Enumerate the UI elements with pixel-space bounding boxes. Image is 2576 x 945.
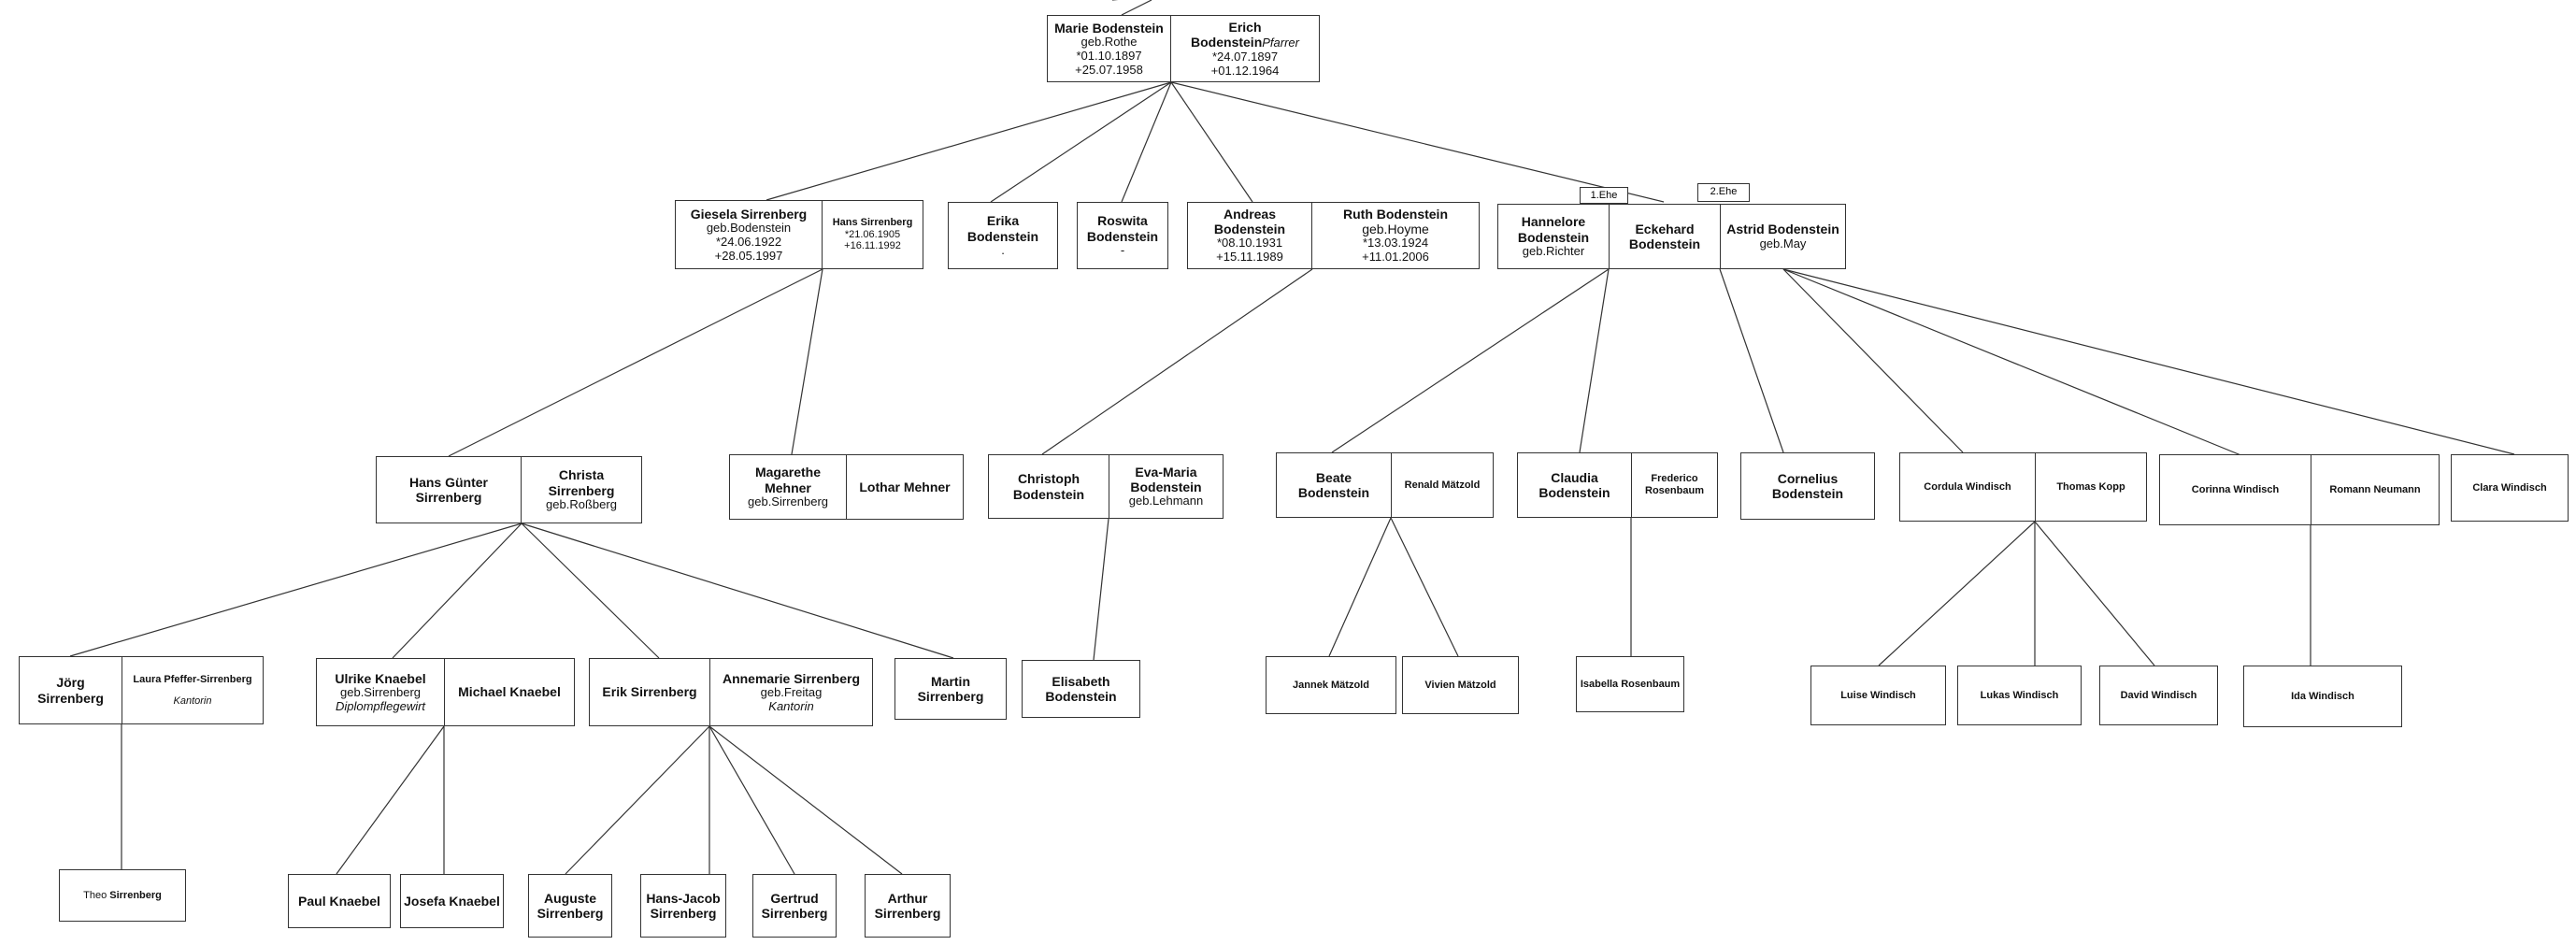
- person-beate-bodenstein: Beate Bodenstein: [1276, 452, 1392, 518]
- connector: [336, 725, 445, 875]
- person-david-windisch: David Windisch: [2099, 666, 2218, 725]
- person-cordula-windisch: Cordula Windisch: [1899, 452, 2036, 522]
- person-christa-sirrenberg: Christa Sirrenberg geb.Roßberg: [521, 456, 642, 523]
- person-annemarie-sirrenberg: Annemarie Sirrenberg geb.Freitag Kantori…: [709, 658, 873, 726]
- person-lothar-mehner: Lothar Mehner: [846, 454, 964, 520]
- person-astrid-bodenstein: Astrid Bodenstein geb.May: [1720, 204, 1846, 269]
- connector: [2034, 521, 2155, 666]
- connector: [448, 268, 823, 457]
- connector: [1878, 521, 2036, 666]
- connector: [521, 523, 660, 659]
- person-andreas-bodenstein: Andreas Bodenstein *08.10.1931 +15.11.19…: [1187, 202, 1312, 269]
- person-renald-maetzold: Renald Mätzold: [1391, 452, 1494, 518]
- person-clara-windisch: Clara Windisch: [2451, 454, 2569, 522]
- person-eva-maria-bodenstein: Eva-Maria Bodenstein geb.Lehmann: [1109, 454, 1224, 519]
- person-hans-jacob-sirrenberg: Hans-Jacob Sirrenberg: [640, 874, 726, 938]
- person-hans-sirrenberg: Hans Sirrenberg *21.06.1905 +16.11.1992: [822, 200, 923, 269]
- connector: [1041, 268, 1313, 455]
- person-erik-sirrenberg: Erik Sirrenberg: [589, 658, 710, 726]
- person-ulrike-knaebel: Ulrike Knaebel geb.Sirrenberg Diplompfle…: [316, 658, 445, 726]
- connector: [1121, 81, 1172, 203]
- second-marriage-tag: 2.Ehe: [1697, 183, 1750, 202]
- connector: [1121, 0, 1152, 16]
- connector: [766, 81, 1172, 201]
- person-joerg-sirrenberg: Jörg Sirrenberg: [19, 656, 122, 724]
- person-laura-pfeffer-sirrenberg: Laura Pfeffer-Sirrenberg Kantorin: [122, 656, 264, 724]
- connector: [1719, 268, 1784, 453]
- person-lukas-windisch: Lukas Windisch: [1957, 666, 2082, 725]
- person-erika-bodenstein: Erika Bodenstein .: [948, 202, 1058, 269]
- person-paul-knaebel: Paul Knaebel: [288, 874, 391, 928]
- connector: [521, 523, 954, 659]
- person-christoph-bodenstein: Christoph Bodenstein: [988, 454, 1109, 519]
- person-theo-sirrenberg: Theo Sirrenberg: [59, 869, 186, 922]
- connector: [990, 81, 1172, 203]
- person-corinna-windisch: Corinna Windisch: [2159, 454, 2311, 525]
- person-marie-bodenstein: Marie Bodenstein geb.Rothe *01.10.1897 +…: [1047, 15, 1171, 82]
- person-michael-knaebel: Michael Knaebel: [444, 658, 575, 726]
- connector: [1782, 268, 2244, 457]
- person-giesela-sirrenberg: Giesela Sirrenberg geb.Bodenstein *24.06…: [675, 200, 823, 269]
- connector: [1093, 518, 1109, 661]
- connector: [1782, 268, 1964, 453]
- first-marriage-tag: 1.Ehe: [1580, 187, 1628, 204]
- connector: [69, 523, 522, 657]
- person-martin-sirrenberg: Martin Sirrenberg: [894, 658, 1007, 720]
- connector: [708, 725, 903, 875]
- person-auguste-sirrenberg: Auguste Sirrenberg: [528, 874, 612, 938]
- connector: [392, 523, 522, 659]
- connector: [787, 268, 823, 478]
- person-josefa-knaebel: Josefa Knaebel: [400, 874, 504, 928]
- person-gertrud-sirrenberg: Gertrud Sirrenberg: [752, 874, 837, 938]
- person-hans-guenter-sirrenberg: Hans Günter Sirrenberg: [376, 456, 522, 523]
- person-magarethe-mehner: Magarethe Mehner geb.Sirrenberg: [729, 454, 847, 520]
- person-eckehard-bodenstein: Eckehard Bodenstein: [1609, 204, 1721, 269]
- person-roswita-bodenstein: Roswita Bodenstein -: [1077, 202, 1168, 269]
- person-jannek-maetzold: Jannek Mätzold: [1266, 656, 1396, 714]
- connector: [1579, 268, 1610, 453]
- person-isabella-rosenbaum: Isabella Rosenbaum: [1576, 656, 1684, 712]
- connector: [1328, 517, 1392, 657]
- person-romann-neumann: Romann Neumann: [2311, 454, 2440, 525]
- person-ida-windisch: Ida Windisch: [2243, 666, 2402, 727]
- connector: [565, 725, 710, 875]
- connector: [1390, 517, 1459, 657]
- person-claudia-bodenstein: Claudia Bodenstein: [1517, 452, 1632, 518]
- person-thomas-kopp: Thomas Kopp: [2035, 452, 2147, 522]
- person-hannelore-bodenstein: Hannelore Bodenstein geb.Richter: [1497, 204, 1610, 269]
- connector: [1331, 268, 1610, 453]
- connector: [1170, 81, 1665, 203]
- connector: [1170, 81, 1253, 203]
- person-erich-bodenstein: Erich BodensteinPfarrer *24.07.1897 +01.…: [1170, 15, 1320, 82]
- connector: [708, 725, 795, 875]
- person-frederico-rosenbaum: Frederico Rosenbaum: [1631, 452, 1718, 518]
- person-ruth-bodenstein: Ruth Bodenstein geb.Hoyme *13.03.1924 +1…: [1311, 202, 1480, 269]
- person-vivien-maetzold: Vivien Mätzold: [1402, 656, 1519, 714]
- person-elisabeth-bodenstein: Elisabeth Bodenstein: [1022, 660, 1140, 718]
- person-cornelius-bodenstein: Cornelius Bodenstein: [1740, 452, 1875, 520]
- person-luise-windisch: Luise Windisch: [1810, 666, 1946, 725]
- person-arthur-sirrenberg: Arthur Sirrenberg: [865, 874, 951, 938]
- connector: [1782, 268, 2515, 455]
